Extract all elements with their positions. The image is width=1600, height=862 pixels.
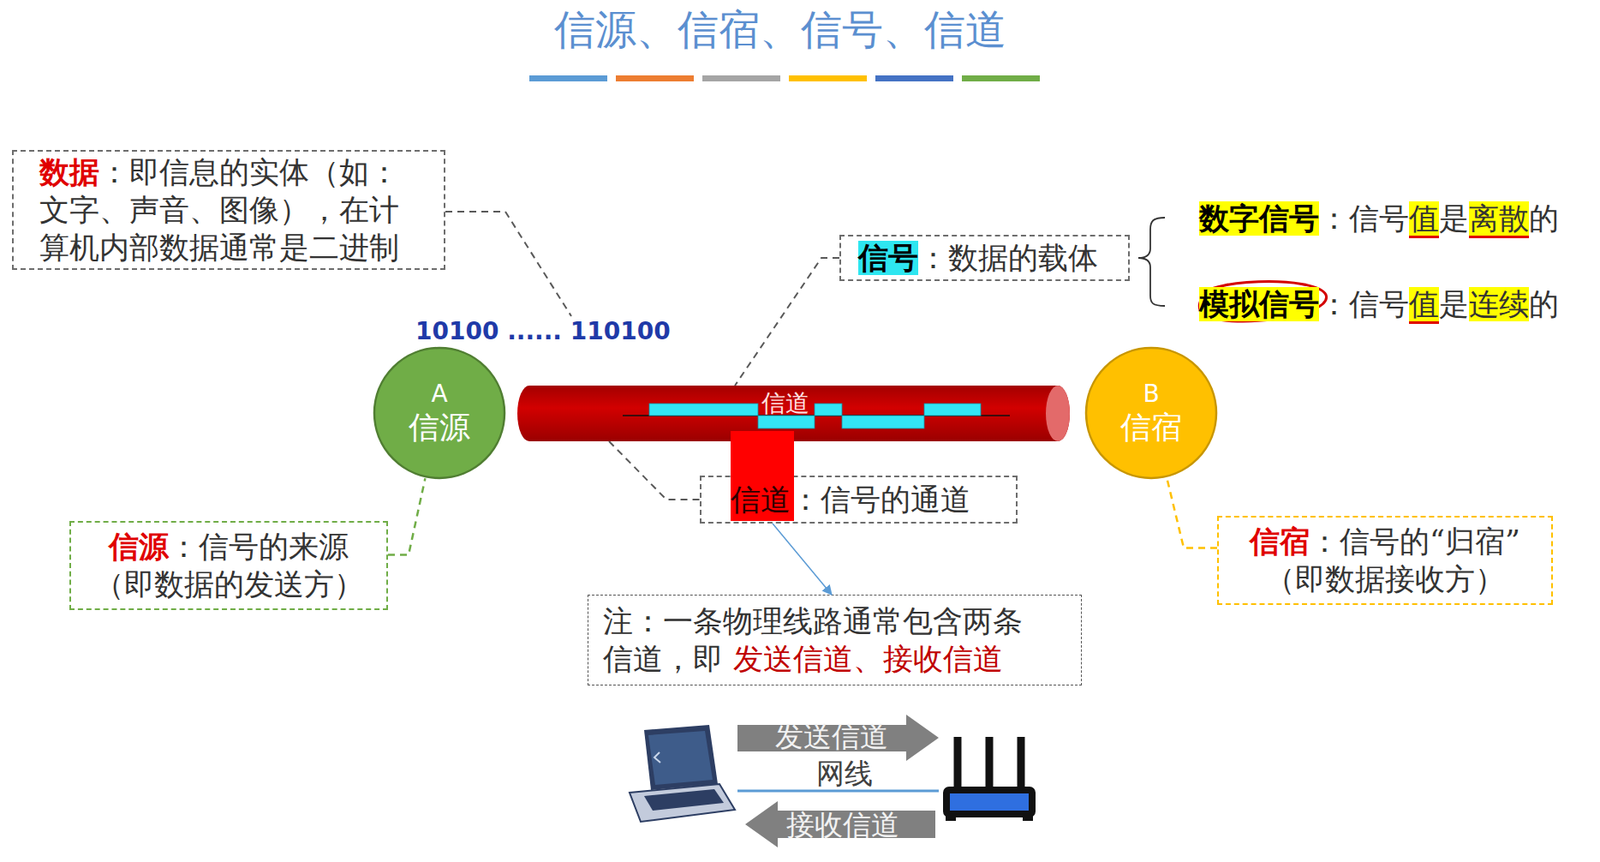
- callout-box: 注：一条物理线路通常包含两条信道，即发送信道、接收信道: [587, 594, 1082, 686]
- signal-text: 值: [1408, 201, 1439, 239]
- node-text: ：信号的“归宿”: [1309, 524, 1521, 559]
- highlight-loop: [1199, 281, 1326, 322]
- signal-text: 的: [1528, 201, 1559, 236]
- leader-line: [1166, 477, 1218, 549]
- node-text: ：信号的来源: [168, 529, 349, 564]
- node-heading: 信宿: [1249, 524, 1310, 559]
- node-letter: A: [430, 379, 448, 409]
- laptop-screen: [644, 724, 718, 790]
- signal-row: 模拟信号：信号值是连续的: [1199, 285, 1559, 323]
- signal-pulse: [814, 403, 842, 416]
- endpoint-circle: A信源: [372, 346, 507, 480]
- title-bar: [875, 75, 954, 82]
- node-heading: 数据: [39, 155, 100, 190]
- router-antenna: [985, 736, 994, 792]
- signal-pulse: [649, 403, 759, 416]
- signal-pulse: [758, 415, 815, 429]
- router-antenna: [1017, 736, 1026, 792]
- laptop-glyph: [654, 752, 661, 763]
- title: 信源、信宿、信号、信道: [0, 3, 1561, 55]
- callout-box: 信道：信号的通道: [699, 475, 1018, 524]
- callout-box: 信号：数据的载体: [839, 234, 1130, 281]
- node-letter: B: [1142, 379, 1159, 409]
- title-bar: [529, 75, 608, 82]
- signal-text: ：信号: [1319, 286, 1409, 322]
- laptop-icon: [629, 724, 735, 822]
- title-bar: [961, 75, 1040, 82]
- cable-label: 网线: [816, 756, 873, 791]
- signal-pulse: [924, 403, 981, 416]
- router-body: [946, 789, 1033, 814]
- node-text: （即数据接收方）: [1225, 560, 1545, 598]
- connector-arrow: [772, 523, 832, 595]
- router-icon: [945, 736, 1033, 821]
- bit-string: 10100 ...... 110100: [415, 316, 671, 347]
- channel-text: 信道: [742, 389, 829, 418]
- brace: [1138, 217, 1165, 306]
- leader-line: [388, 477, 425, 555]
- signal-text: 连续: [1468, 286, 1529, 322]
- laptop-display: [648, 730, 713, 785]
- signal-text: 离散: [1468, 201, 1529, 239]
- receive-arrow: [745, 800, 936, 848]
- signal-text: 的: [1528, 286, 1559, 322]
- endpoint-circle: B信宿: [1084, 346, 1218, 480]
- callout-box: 信宿：信号的“归宿”（即数据接收方）: [1217, 515, 1553, 605]
- pipe-cap: [1045, 385, 1070, 442]
- node-text: 发送信道、接收信道: [733, 641, 1003, 676]
- node-text: ：信号的通道: [790, 482, 971, 517]
- router-antenna: [954, 736, 962, 792]
- node-circle: [374, 347, 505, 478]
- router-foot: [945, 813, 956, 821]
- signal-pulse: [841, 415, 925, 429]
- channel-label: 接收信道: [786, 807, 900, 842]
- node-heading: 信号: [858, 240, 919, 275]
- title-bar: [702, 75, 781, 82]
- signal-row: 数字信号：信号值是离散的: [1199, 199, 1559, 238]
- laptop-keyboard: [644, 788, 724, 811]
- signal-text: ：信号: [1319, 201, 1409, 236]
- channel-label: 发送信道: [775, 719, 889, 754]
- send-arrow: [737, 714, 939, 761]
- node-circle: [1086, 347, 1217, 478]
- callout-box: 信源：信号的来源（即数据的发送方）: [69, 520, 389, 610]
- router-foot: [1022, 813, 1033, 821]
- laptop-base: [629, 783, 735, 822]
- leader-line: [608, 441, 700, 500]
- leader-line: [734, 257, 840, 386]
- signal-text: 是: [1438, 286, 1469, 322]
- title-bar: [615, 75, 694, 82]
- channel-stem: [730, 430, 795, 521]
- node-name: 信源: [408, 408, 471, 447]
- callout-box: 数据：即信息的实体（如：文字、声音、图像），在计算机内部数据通常是二进制: [11, 149, 446, 270]
- node-heading: 信源: [108, 529, 169, 564]
- node-heading: 信道: [730, 482, 791, 517]
- signal-text: 是: [1438, 201, 1469, 236]
- title-bar: [788, 75, 867, 82]
- node-text: ：数据的载体: [918, 240, 1099, 275]
- node-name: 信宿: [1120, 408, 1183, 447]
- signal-text: 值: [1408, 286, 1439, 324]
- leader-line: [445, 211, 572, 317]
- node-text: （即数据的发送方）: [77, 565, 380, 603]
- signal-type: 模拟信号: [1199, 286, 1320, 322]
- signal-type: 数字信号: [1199, 201, 1320, 236]
